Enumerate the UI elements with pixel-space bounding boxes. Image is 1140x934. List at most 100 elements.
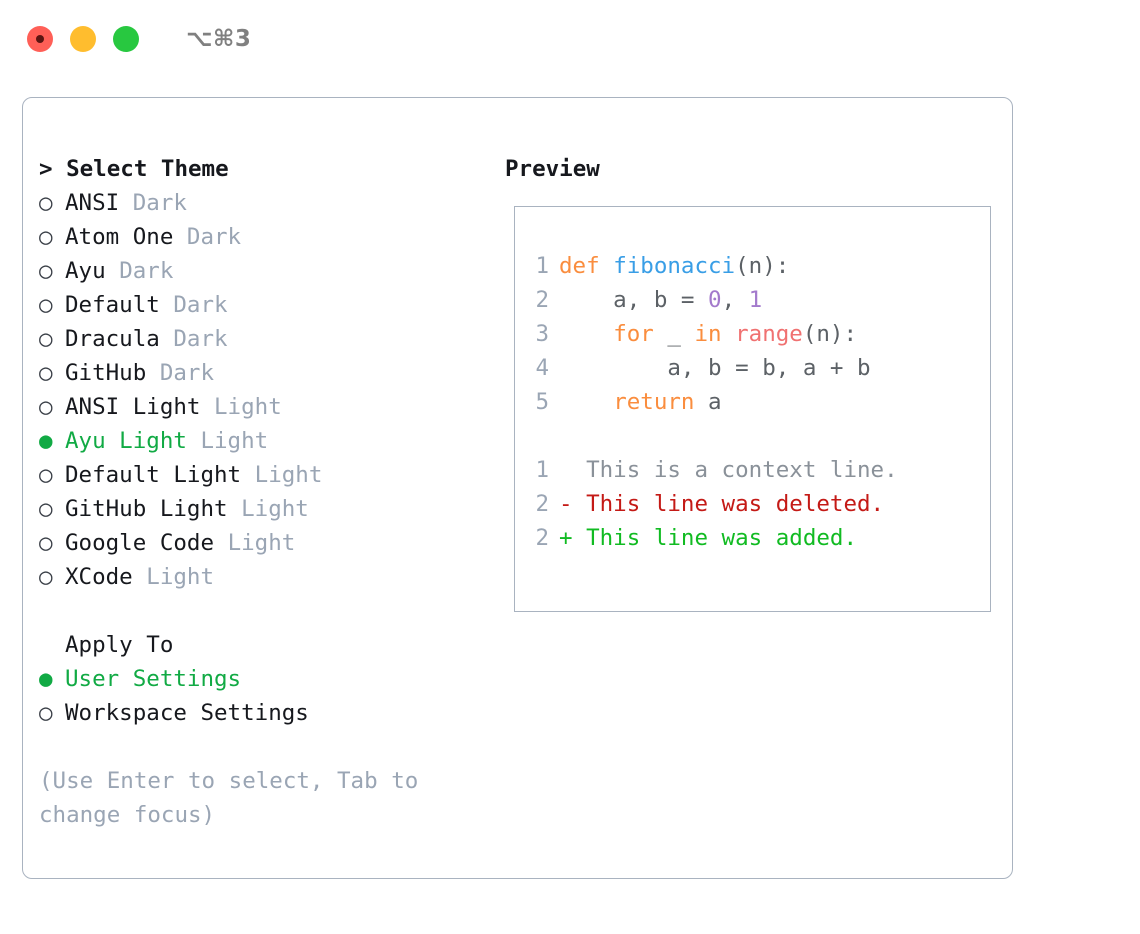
code-line: 1 def fibonacci(n): (515, 249, 990, 283)
theme-option-kind-badge: Light (214, 394, 282, 420)
theme-option-dracula[interactable]: ○Dracula Dark (39, 322, 486, 356)
code-token-plain (722, 321, 736, 347)
radio-unselected-icon: ○ (39, 530, 53, 556)
radio-unselected-icon: ○ (39, 360, 53, 386)
apply-to-option-label: Workspace Settings (65, 700, 309, 726)
radio-unselected-icon: ○ (39, 292, 53, 318)
theme-option-ayu[interactable]: ○ Ayu Dark (39, 254, 486, 288)
theme-option-label: Dracula (65, 326, 174, 352)
code-token-plain (559, 389, 613, 415)
apply-to-option-workspace-settings[interactable]: ○Workspace Settings (39, 696, 486, 730)
diff-sample: 1 This is a context line.2- This line wa… (515, 453, 990, 555)
code-line-content: return a (559, 385, 721, 419)
code-token-num: 1 (748, 287, 763, 313)
radio-unselected-icon: ○ (39, 224, 53, 250)
theme-option-kind-badge: Dark (119, 258, 174, 284)
diff-line: 1 This is a context line. (515, 453, 990, 487)
theme-option-default-light[interactable]: ○Default Light Light (39, 458, 486, 492)
code-token-plain: (n): (802, 321, 858, 347)
theme-option-google-code[interactable]: ○ Google Code Light (39, 526, 486, 560)
theme-option-ayu-light[interactable]: ● Ayu Light Light (39, 424, 486, 458)
theme-option-label: Ayu (65, 258, 120, 284)
code-token-plain: _ (653, 321, 695, 347)
traffic-light-buttons (27, 26, 139, 52)
theme-picker-panel: > Select Theme ○ANSI Dark○Atom One Dark○… (22, 97, 1013, 879)
title-bar: ⌥⌘3 (0, 0, 1140, 78)
diff-line: 2- This line was deleted. (515, 487, 990, 521)
radio-unselected-icon: ○ (39, 462, 53, 488)
code-token-num: 0 (708, 287, 722, 313)
code-line: 2 a, b = 0, 1 (515, 283, 990, 317)
code-line-number: 3 (535, 321, 549, 347)
diff-line-content-del: - This line was deleted. (559, 491, 885, 517)
radio-selected-icon: ● (39, 428, 53, 454)
theme-option-kind-badge: Light (200, 428, 269, 454)
code-line-number: 5 (535, 389, 549, 415)
theme-option-ansi[interactable]: ○ ANSI Dark (39, 186, 486, 220)
theme-option-label: GitHub (65, 360, 160, 386)
preview-heading: Preview (505, 156, 600, 182)
code-diff-spacer (515, 419, 990, 453)
apply-to-option-user-settings[interactable]: ●User Settings (39, 662, 486, 696)
code-line-content: def fibonacci(n): (559, 249, 789, 283)
code-line-number: 2 (535, 287, 549, 313)
window-title: ⌥⌘3 (186, 26, 252, 52)
diff-line-content-ctx: This is a context line. (559, 457, 898, 483)
code-token-plain: a, b = b, a + b (559, 355, 871, 381)
apply-to-heading: Apply To (65, 632, 174, 658)
theme-option-label: Google Code (65, 530, 228, 556)
code-line-content: a, b = b, a + b (559, 351, 871, 385)
diff-line-content-add: + This line was added. (559, 525, 858, 551)
code-token-plain (559, 321, 613, 347)
theme-option-github[interactable]: ○ GitHub Dark (39, 356, 486, 390)
theme-option-kind-badge: Dark (186, 224, 242, 250)
code-token-kw: in (694, 321, 722, 347)
theme-option-label: Ayu Light (65, 428, 201, 454)
theme-option-label: XCode (65, 564, 147, 590)
code-line: 4 a, b = b, a + b (515, 351, 990, 385)
theme-option-default[interactable]: ○ Default Dark (39, 288, 486, 322)
theme-option-label: ANSI (65, 190, 133, 216)
theme-option-kind-badge: Dark (159, 360, 215, 386)
theme-option-xcode[interactable]: ○ XCode Light (39, 560, 486, 594)
code-token-builtin: range (735, 321, 803, 347)
radio-unselected-icon: ○ (39, 394, 53, 420)
theme-option-ansi-light[interactable]: ○ANSI Light Light (39, 390, 486, 424)
theme-option-kind-badge: Dark (132, 190, 187, 216)
code-line: 3 for _ in range(n): (515, 317, 990, 351)
theme-option-kind-badge: Light (227, 530, 296, 556)
radio-unselected-icon: ○ (39, 190, 53, 216)
code-line-content: for _ in range(n): (559, 317, 857, 351)
code-line-number: 1 (535, 253, 549, 279)
theme-option-label: Default (65, 292, 174, 318)
code-token-kw: return (613, 389, 695, 415)
select-theme-heading: > Select Theme (39, 156, 229, 182)
radio-unselected-icon: ○ (39, 564, 53, 590)
close-button[interactable] (27, 26, 53, 52)
section-spacer (39, 594, 486, 628)
radio-unselected-icon: ○ (39, 326, 53, 352)
keyboard-hint-text: (Use Enter to select, Tab to change focu… (39, 768, 419, 828)
maximize-button[interactable] (113, 26, 139, 52)
theme-option-github-light[interactable]: ○GitHub Light Light (39, 492, 486, 526)
code-line: 5 return a (515, 385, 990, 419)
theme-option-label: GitHub Light (65, 496, 242, 522)
minimize-button[interactable] (70, 26, 96, 52)
theme-selection-column: > Select Theme ○ANSI Dark○Atom One Dark○… (23, 98, 486, 878)
code-token-kw: def (559, 253, 614, 279)
theme-option-list[interactable]: ○ANSI Dark○Atom One Dark○Ayu Dark○Defaul… (39, 186, 486, 594)
theme-option-kind-badge: Dark (173, 292, 228, 318)
radio-unselected-icon: ○ (39, 258, 53, 284)
code-token-plain: , (721, 287, 749, 313)
apply-to-option-list[interactable]: ●User Settings○Workspace Settings (39, 662, 486, 730)
diff-line-number: 1 (535, 457, 549, 483)
theme-option-atom-one[interactable]: ○Atom One Dark (39, 220, 486, 254)
diff-line: 2+ This line was added. (515, 521, 990, 555)
code-token-kw: for (613, 321, 654, 347)
theme-option-kind-badge: Light (146, 564, 215, 590)
theme-option-kind-badge: Light (241, 496, 309, 522)
